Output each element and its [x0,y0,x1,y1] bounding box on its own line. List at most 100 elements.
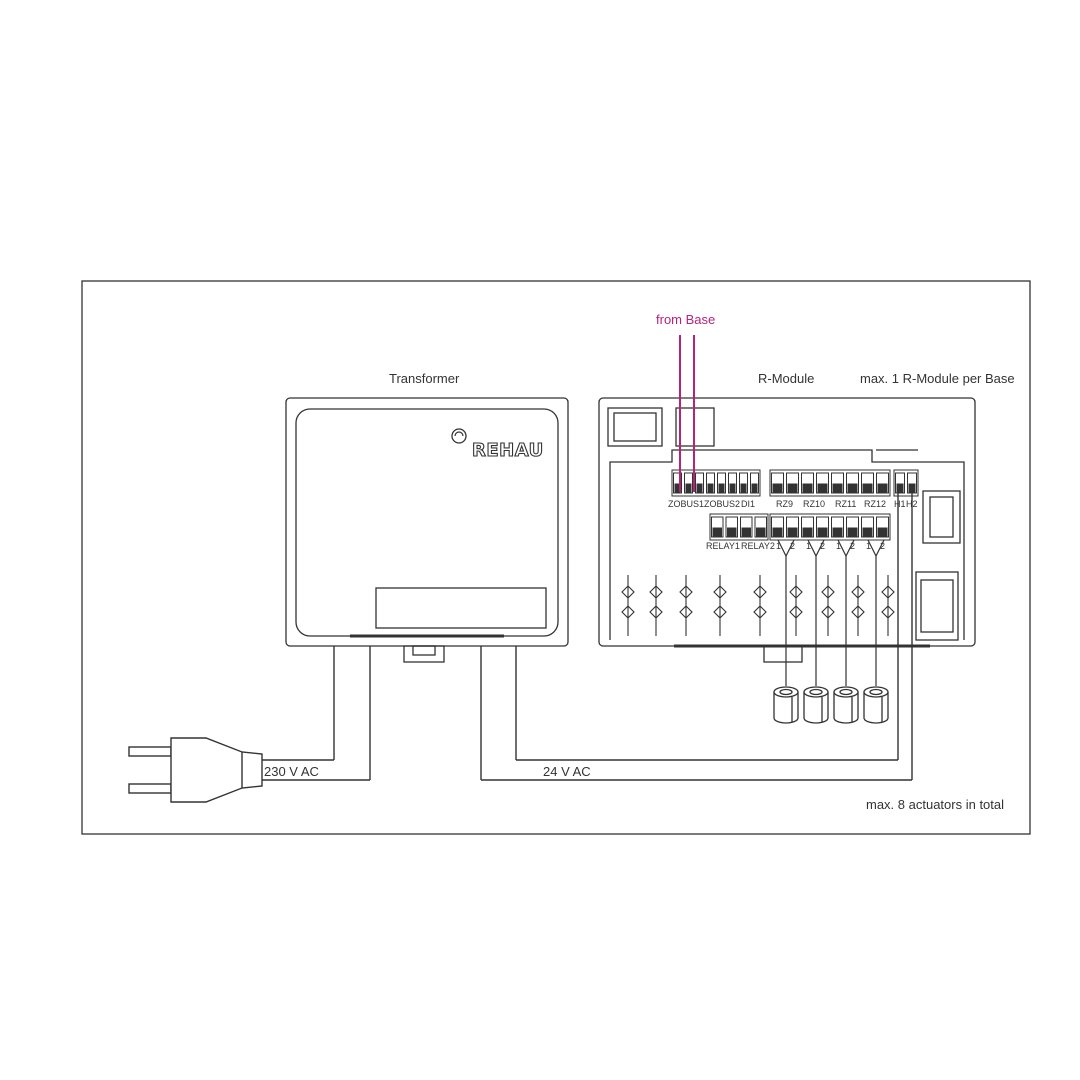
terminal-relay2: RELAY2 [741,541,775,551]
voltage-230-label: 230 V AC [264,764,319,779]
terminal-cell [711,516,724,538]
terminal-cell [725,516,738,538]
spring-clips [621,575,895,636]
terminal-cell [750,472,759,494]
low-voltage-wiring [480,492,913,781]
max-r-module-label: max. 1 R-Module per Base [860,371,1015,386]
terminal-screw [896,483,904,493]
pin-label: 1 [776,541,781,551]
terminal-screw [862,527,873,537]
pin-label: 1 [806,541,811,551]
terminal-cell [801,516,814,538]
terminal-screw [772,483,783,493]
actuator-icon [863,686,889,724]
terminal-screw [817,483,828,493]
terminal-cell [876,516,889,538]
terminal-cell [771,472,784,494]
terminal-screw [729,483,736,493]
terminal-screw [727,527,737,537]
actuator-icon [833,686,859,724]
terminal-screw [756,527,766,537]
terminal-screw [817,527,828,537]
terminal-h1: H1 [894,499,906,509]
terminal-rz10: RZ10 [803,499,825,509]
pin-label: 2 [880,541,885,551]
pin-label: 2 [790,541,795,551]
terminal-cell [754,516,767,538]
terminal-screw [707,483,714,493]
spring-clip [851,575,865,636]
diagram-frame [81,280,1031,835]
terminal-screw [751,483,758,493]
terminal-screw [847,527,858,537]
terminal-screw [908,483,916,493]
terminal-screw [802,483,813,493]
terminal-screw [862,483,873,493]
terminal-rz11: RZ11 [835,499,856,509]
terminal-screw [832,527,843,537]
svg-text:REHAU: REHAU [472,440,544,461]
terminal-screw [877,527,888,537]
terminal-cell [861,472,874,494]
spring-clip [881,575,895,636]
spring-clip [649,575,663,636]
lower-terminal-blocks [709,513,891,541]
terminal-cell [728,472,737,494]
actuator-icon [773,686,799,724]
terminal-cell [846,516,859,538]
actuators [773,686,889,724]
voltage-24-label: 24 V AC [543,764,591,779]
spring-clip [621,575,635,636]
terminal-screw [787,527,798,537]
terminal-screw [847,483,858,493]
terminal-cell [801,472,814,494]
terminal-cell [846,472,859,494]
from-base-label: from Base [656,312,715,327]
terminal-cell [740,516,753,538]
transformer-label: Transformer [389,371,460,386]
terminal-cell [895,472,905,494]
terminal-cell [739,472,748,494]
terminal-cell [831,516,844,538]
terminal-screw [712,527,722,537]
terminal-screw [802,527,813,537]
mains-wiring [262,646,371,781]
terminal-screw [740,483,747,493]
rehau-logo: REHAU [451,428,544,462]
terminal-cell [816,516,829,538]
terminal-screw [877,483,888,493]
terminal-cell [786,472,799,494]
terminal-cell [695,472,704,494]
terminal-cell [786,516,799,538]
power-plug-icon [128,737,263,803]
terminal-rz12: RZ12 [864,499,886,509]
terminal-zobus1: ZOBUS1 [668,499,704,509]
terminal-cell [861,516,874,538]
terminal-screw [718,483,725,493]
from-base-wires [679,335,695,492]
actuator-icon [803,686,829,724]
spring-clip [713,575,727,636]
terminal-cell [706,472,715,494]
terminal-cell [816,472,829,494]
terminal-screw [772,527,783,537]
pin-label: 2 [850,541,855,551]
terminal-cell [717,472,726,494]
spring-clip [821,575,835,636]
terminal-screw [741,527,751,537]
terminal-di1: DI1 [741,499,755,509]
max-actuators-label: max. 8 actuators in total [866,797,1004,812]
actuator-wiring [777,539,885,686]
terminal-screw [787,483,798,493]
terminal-zobus2: ZOBUS2 [704,499,740,509]
r-module-unit [598,397,976,663]
terminal-screw [685,483,692,493]
terminal-cell [673,472,682,494]
terminal-cell [771,516,784,538]
spring-clip [679,575,693,636]
spring-clip [753,575,767,636]
terminal-relay1: RELAY1 [706,541,740,551]
terminal-screw [696,483,703,493]
terminal-cell [831,472,844,494]
